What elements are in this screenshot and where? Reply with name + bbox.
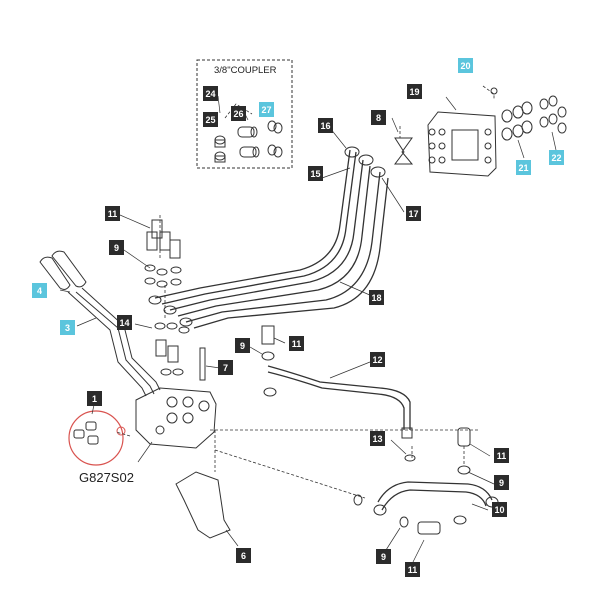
callout-21: 21 [516, 160, 531, 175]
tube-fitting-end [401, 427, 413, 439]
nut-small [490, 87, 498, 95]
bolt [199, 347, 206, 381]
callout-11-upper: 11 [105, 206, 120, 221]
control-levers [39, 250, 161, 397]
mid-fittings [154, 322, 190, 376]
callout-24: 24 [203, 86, 218, 101]
callout-9-center: 9 [235, 338, 250, 353]
bracket-plate [427, 111, 497, 177]
callout-19: 19 [407, 84, 422, 99]
reference-code: G827S02 [79, 470, 134, 485]
quick-couplers [501, 95, 567, 141]
callout-11-center: 11 [289, 336, 304, 351]
mounting-bracket [175, 471, 231, 539]
callout-9-right: 9 [494, 475, 509, 490]
callout-26: 26 [231, 106, 246, 121]
center-fitting [261, 325, 277, 397]
callout-16: 16 [318, 118, 333, 133]
bracket-holes [428, 128, 492, 164]
coupler-parts [214, 120, 283, 163]
callout-6: 6 [236, 548, 251, 563]
upper-fittings [144, 219, 182, 288]
coupler-box-title: 3/8"COUPLER [214, 65, 277, 76]
hydraulic-tubes [154, 149, 389, 329]
highlight-circle [68, 410, 124, 466]
callout-18: 18 [369, 290, 384, 305]
callout-20: 20 [458, 58, 473, 73]
callout-22: 22 [549, 150, 564, 165]
callout-4: 4 [32, 283, 47, 298]
callout-17: 17 [406, 206, 421, 221]
callout-15: 15 [308, 166, 323, 181]
valve-ports [155, 396, 210, 435]
assembly-lines [115, 85, 495, 499]
callout-3: 3 [60, 320, 75, 335]
small-plugs [73, 421, 126, 445]
callout-11-right: 11 [494, 448, 509, 463]
return-tube [267, 365, 411, 430]
callout-14: 14 [117, 315, 132, 330]
callout-7: 7 [218, 360, 233, 375]
callout-11-lower: 11 [405, 562, 420, 577]
control-valve-body [135, 387, 217, 449]
callout-12: 12 [370, 352, 385, 367]
callout-25: 25 [203, 112, 218, 127]
callout-8: 8 [371, 110, 386, 125]
leader-lines [59, 95, 557, 565]
clip [394, 137, 414, 165]
callout-27: 27 [259, 102, 274, 117]
callout-9-upper: 9 [109, 240, 124, 255]
callout-1: 1 [87, 391, 102, 406]
coupler-kit-box [196, 59, 293, 169]
callout-9-lower: 9 [376, 549, 391, 564]
tube-end-fittings [148, 146, 386, 327]
callout-10: 10 [492, 502, 507, 517]
callout-13: 13 [370, 431, 385, 446]
right-fittings [353, 427, 499, 535]
